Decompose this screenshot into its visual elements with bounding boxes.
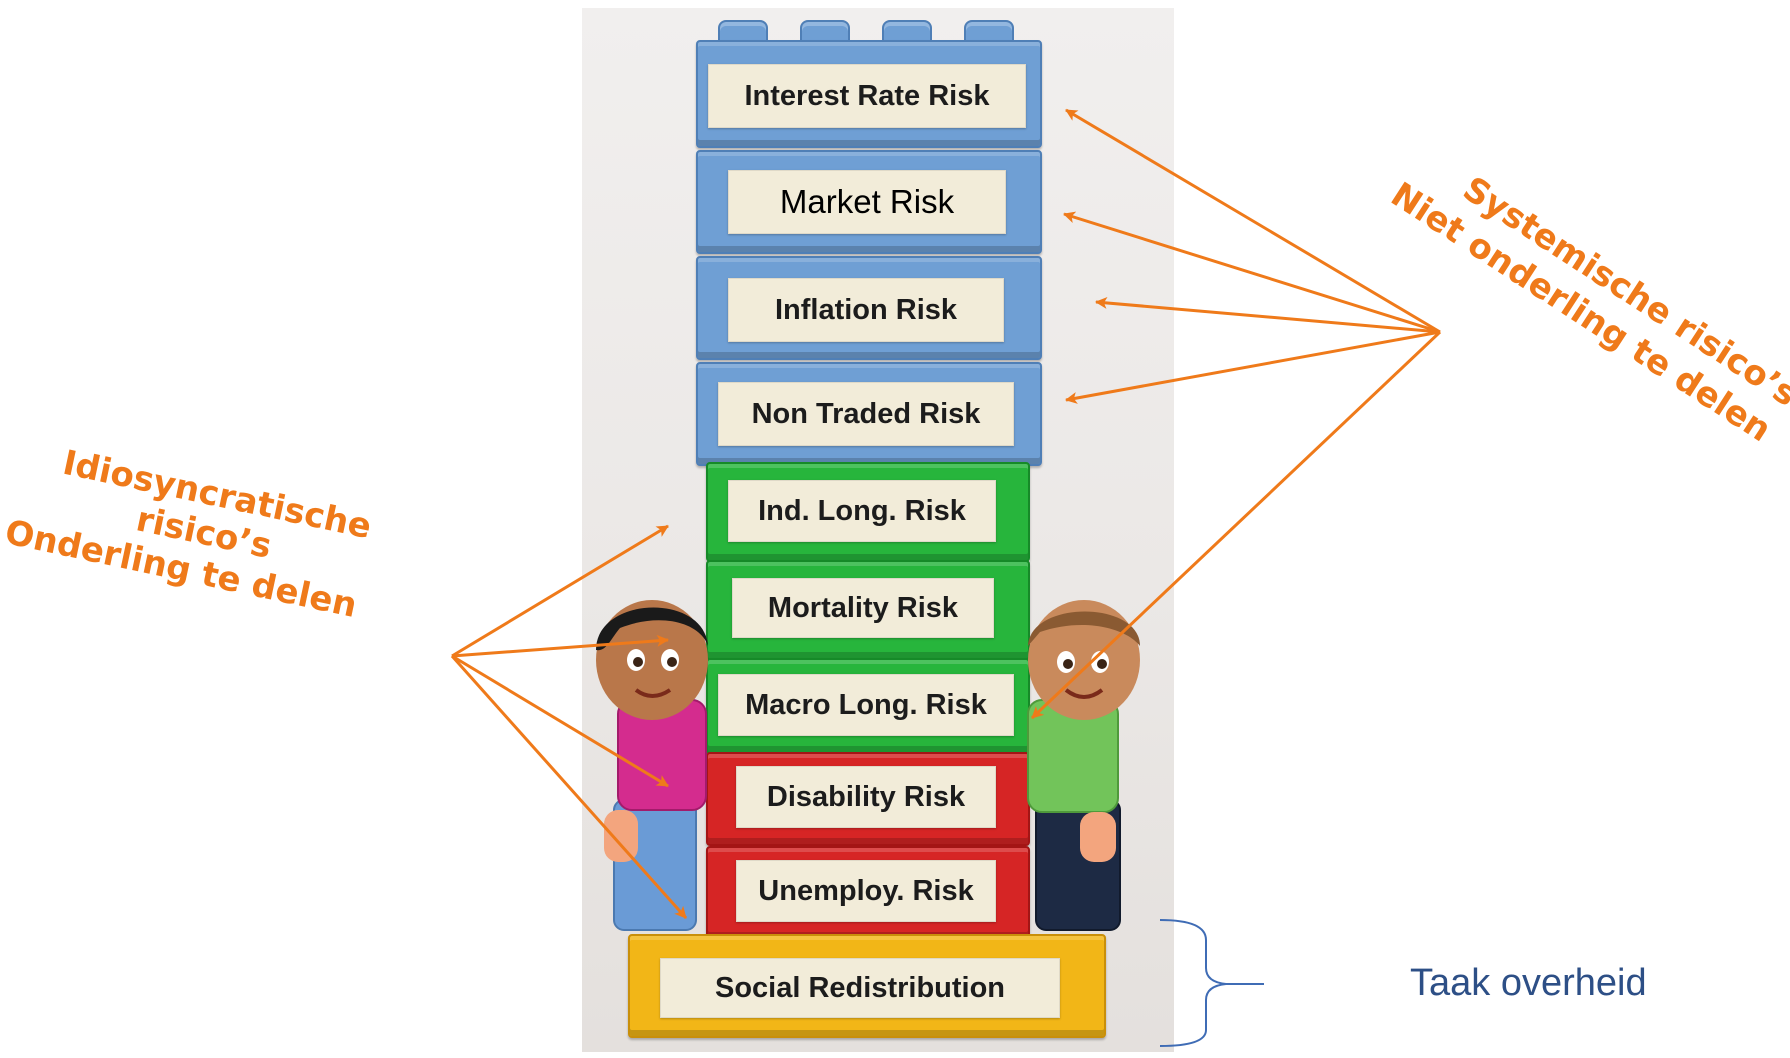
brick-label: Non Traded Risk — [718, 382, 1014, 446]
male-figure — [1027, 600, 1140, 931]
brick-social-redistribution: Social Redistribution — [628, 934, 1106, 1038]
brick-label: Disability Risk — [736, 766, 996, 828]
government-task-label: Taak overheid — [1410, 962, 1647, 1004]
brick-unemploy-risk: Unemploy. Risk — [706, 846, 1030, 940]
brick-label: Macro Long. Risk — [718, 674, 1014, 736]
female-figure — [596, 600, 708, 931]
idiosyncratic-arrows — [450, 524, 688, 919]
brick-inflation-risk: Inflation Risk — [696, 256, 1042, 360]
brick-label: Ind. Long. Risk — [728, 480, 996, 542]
brick-label: Inflation Risk — [728, 278, 1004, 342]
systemic-arrows — [1030, 108, 1442, 720]
brick-market-risk: Market Risk — [696, 150, 1042, 254]
brick-label: Interest Rate Risk — [708, 64, 1026, 128]
brick-non-traded-risk: Non Traded Risk — [696, 362, 1042, 466]
brick-label: Mortality Risk — [732, 578, 994, 638]
brick-label: Unemploy. Risk — [736, 860, 996, 922]
brick-label: Market Risk — [728, 170, 1006, 234]
brick-macro-long-risk: Macro Long. Risk — [706, 658, 1030, 754]
brick-label: Social Redistribution — [660, 958, 1060, 1018]
government-bracket — [1159, 919, 1264, 1047]
brick-interest-rate-risk: Interest Rate Risk — [696, 40, 1042, 148]
